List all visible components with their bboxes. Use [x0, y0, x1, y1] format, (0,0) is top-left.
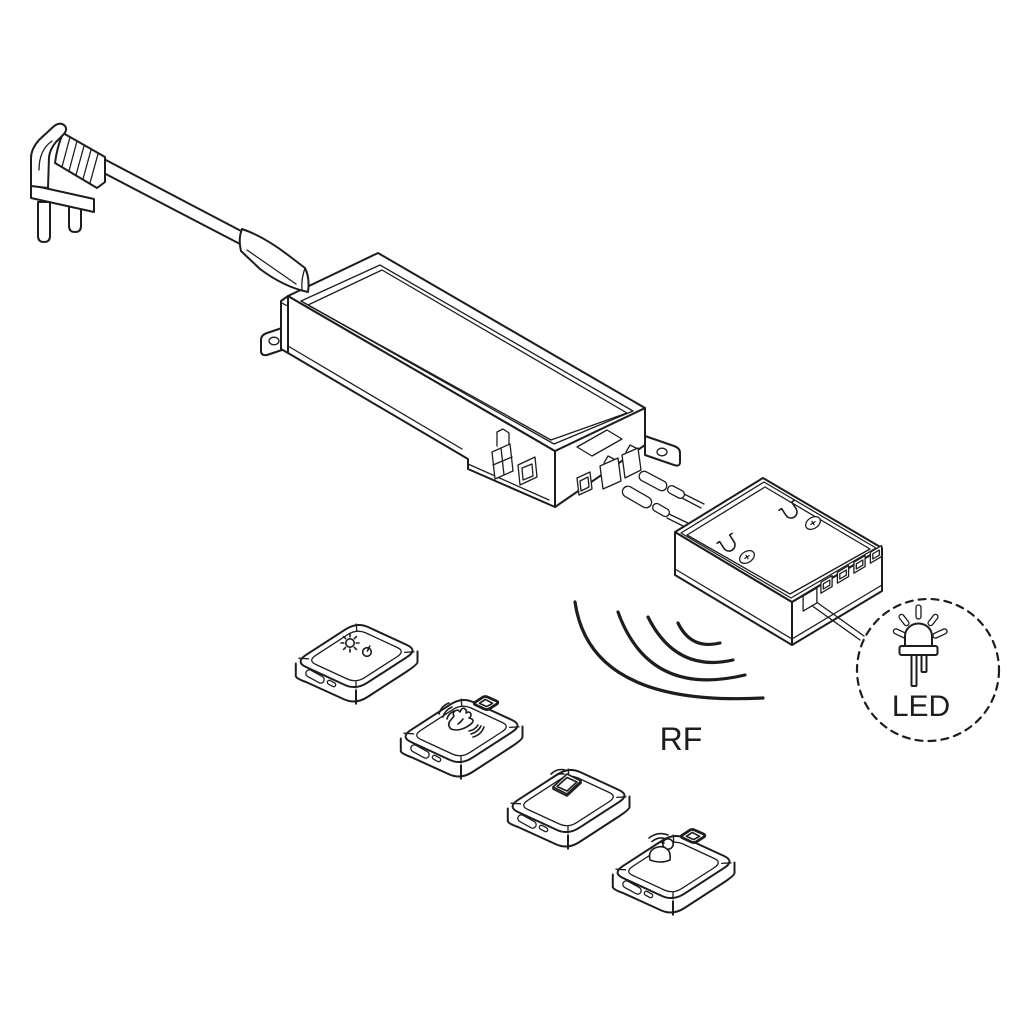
led-output-plug	[802, 587, 865, 641]
mounting-hole	[268, 336, 280, 346]
latch-tab	[496, 428, 510, 448]
screw	[739, 550, 755, 564]
led-label: LED	[892, 690, 950, 723]
led-diode-icon	[892, 604, 948, 687]
rf-distributor	[674, 477, 883, 646]
euro-mains-plug	[30, 122, 106, 243]
input-terminal-block	[491, 443, 514, 480]
driver-label-plate	[576, 429, 623, 457]
remote-dimmer	[294, 623, 419, 705]
output-socket	[576, 471, 593, 496]
screw	[805, 516, 821, 530]
plug-pin	[37, 201, 51, 243]
hand-wave-icon	[438, 702, 485, 738]
output-plug	[599, 455, 622, 490]
keyhole-slot	[716, 532, 736, 552]
brightness-icon	[340, 633, 360, 653]
strain-relief-cone	[238, 228, 310, 293]
mains-cable	[99, 158, 244, 245]
dashed-circle	[855, 597, 1001, 743]
distributor-ports	[820, 544, 883, 594]
driver-output-cables	[621, 470, 705, 529]
remote-motion-sensor	[611, 828, 736, 916]
output-socket	[517, 456, 538, 486]
remote-hand-wave-sensor	[399, 695, 524, 780]
led-output: LED	[855, 597, 1001, 743]
remote-door-sensor	[506, 768, 631, 850]
door-signal-icon	[550, 768, 582, 797]
radio-waves-icon	[573, 600, 765, 701]
power-icon	[361, 645, 373, 658]
mounting-hole	[656, 447, 668, 457]
rf-label: RF	[660, 721, 703, 757]
mounting-flange	[644, 435, 681, 467]
led-driver	[260, 252, 681, 508]
output-plug	[621, 444, 642, 479]
person-signal-icon	[648, 832, 674, 863]
keyhole-slot	[778, 499, 798, 519]
